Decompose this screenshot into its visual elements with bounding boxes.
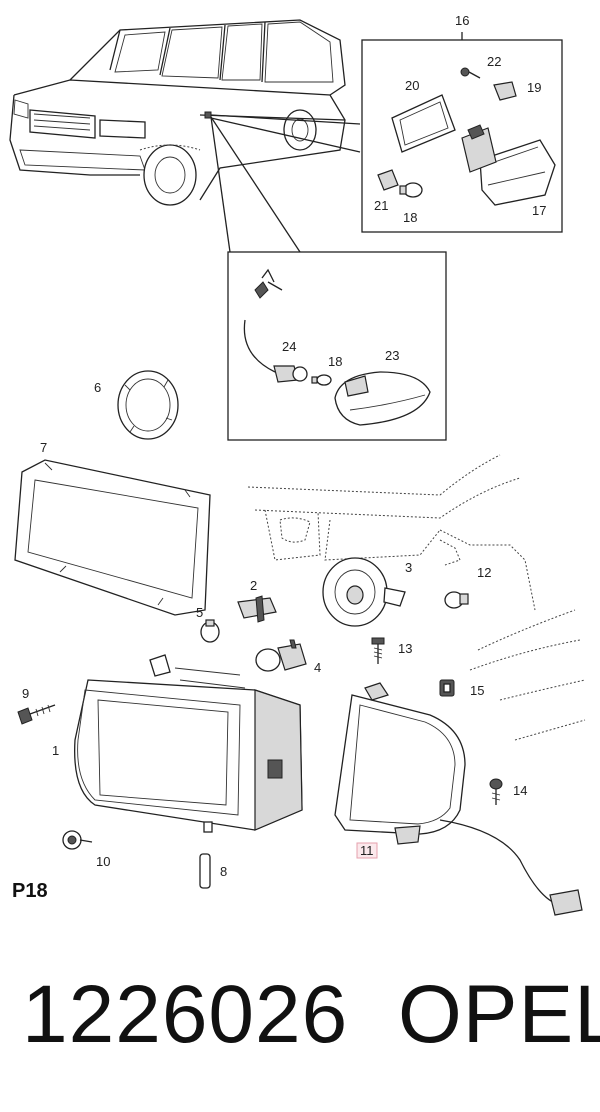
- callout-12: 12: [477, 565, 491, 580]
- part-9-screw: 9: [17, 686, 56, 725]
- callout-14: 14: [513, 783, 527, 798]
- callout-20: 20: [405, 78, 419, 93]
- part-6-ring: 6: [94, 370, 179, 440]
- detail-box-23: 24 18 23: [227, 251, 447, 441]
- callout-24: 24: [282, 339, 296, 354]
- callout-8: 8: [220, 864, 227, 879]
- callout-18a: 18: [403, 210, 417, 225]
- vehicle-illustration: [9, 19, 346, 206]
- part-13-screw: 13: [371, 637, 412, 664]
- part-number: 1226026: [22, 969, 349, 1060]
- part-4-bulb: 4: [255, 639, 321, 675]
- callout-9: 9: [22, 686, 29, 701]
- callout-3: 3: [405, 560, 412, 575]
- part-15-clip: 15: [439, 679, 484, 698]
- callout-23: 23: [385, 348, 399, 363]
- page-code: P18: [12, 880, 48, 902]
- body-panel-outline: [247, 454, 586, 741]
- callout-5: 5: [196, 605, 203, 620]
- callout-6: 6: [94, 380, 101, 395]
- callout-4: 4: [314, 660, 321, 675]
- part-12-bulb: 12: [444, 565, 491, 609]
- callout-7: 7: [40, 440, 47, 455]
- part-8-pin: 8: [199, 853, 227, 889]
- part-11-corner-lamp[interactable]: 11: [334, 682, 583, 916]
- part-5-bulb: 5: [196, 605, 220, 643]
- part-2-socket: 2: [237, 578, 277, 623]
- callout-21: 21: [374, 198, 388, 213]
- part-7-frame: 7: [14, 440, 211, 616]
- callout-11: 11: [360, 843, 374, 858]
- callout-2: 2: [250, 578, 257, 593]
- part-14-screw: 14: [489, 778, 527, 805]
- part-3-socket: 3: [322, 557, 412, 627]
- callout-10: 10: [96, 854, 110, 869]
- callout-15: 15: [470, 683, 484, 698]
- callout-17: 17: [532, 203, 546, 218]
- parts-diagram: 16 20 22 19 17 21 18 24: [9, 13, 586, 916]
- brand-name: OPEL: [398, 969, 600, 1060]
- callout-22: 22: [487, 54, 501, 69]
- callout-18b: 18: [328, 354, 342, 369]
- callout-16: 16: [455, 13, 469, 28]
- callout-1: 1: [52, 743, 59, 758]
- part-1-headlamp: 1: [52, 654, 303, 833]
- callout-19: 19: [527, 80, 541, 95]
- detail-box-16: 16 20 22 19 17 21 18: [361, 13, 563, 233]
- callout-13: 13: [398, 641, 412, 656]
- part-10-nut: 10: [62, 830, 110, 869]
